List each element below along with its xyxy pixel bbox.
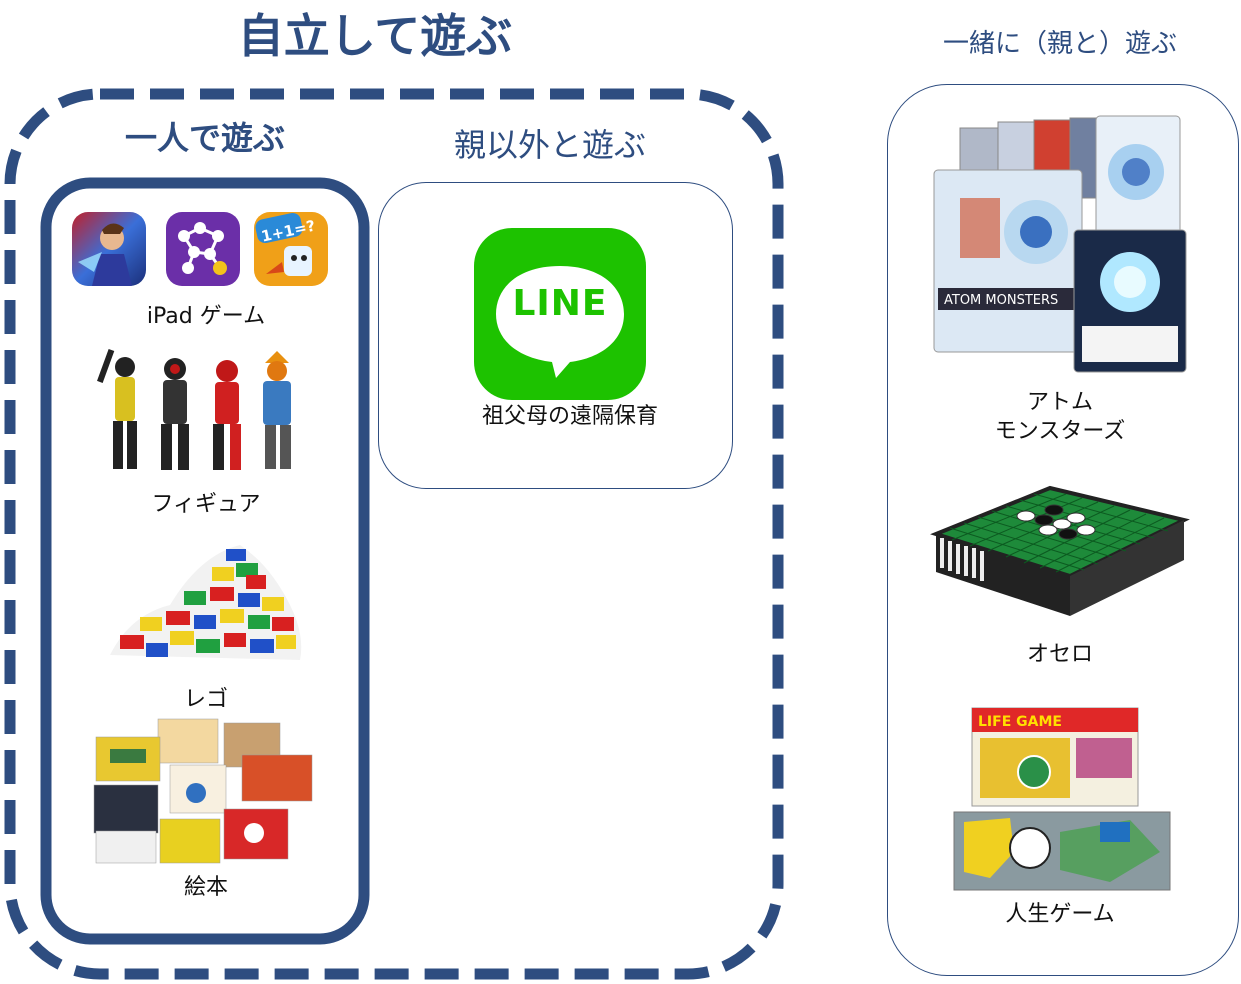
remote-grandparent-care-label: 祖父母の遠隔保育 <box>481 404 658 429</box>
hero-game-app-icon <box>72 212 146 286</box>
picture-books-image <box>93 718 313 864</box>
figures-label: フィギュア <box>151 492 261 517</box>
atom-monsters-label-line1: アトム <box>1026 390 1093 415</box>
math-quiz-app-icon: 1+1=? <box>254 212 328 286</box>
lego-label: レゴ <box>183 687 228 712</box>
parent-section-title: 一緒に（親と）遊ぶ <box>942 29 1177 59</box>
othello-label: オセロ <box>1026 642 1093 667</box>
number-link-app-icon <box>166 212 240 286</box>
othello-image <box>930 485 1190 616</box>
lego-image <box>110 545 302 660</box>
line-logo-text: LINE <box>512 283 608 324</box>
svg-text:LIFE GAME: LIFE GAME <box>978 714 1062 730</box>
solo-play-heading: 一人で遊ぶ <box>124 119 285 157</box>
main-title: 自立して遊ぶ <box>237 9 513 63</box>
picture-books-label: 絵本 <box>183 875 228 900</box>
others-play-panel <box>378 182 733 489</box>
ipad-game-label: iPad ゲーム <box>146 304 266 329</box>
atom-monsters-image: ATOM MONSTERS <box>933 115 1187 373</box>
game-of-life-label: 人生ゲーム <box>1005 902 1115 927</box>
atom-monsters-label-line2: モンスターズ <box>994 419 1126 444</box>
parent-play-panel <box>887 84 1239 976</box>
svg-text:ATOM MONSTERS: ATOM MONSTERS <box>944 293 1058 308</box>
line-app-logo <box>474 228 646 400</box>
game-of-life-image: LIFE GAME <box>953 707 1171 891</box>
others-play-heading: 親以外と遊ぶ <box>453 126 646 164</box>
figures-image <box>97 348 291 470</box>
